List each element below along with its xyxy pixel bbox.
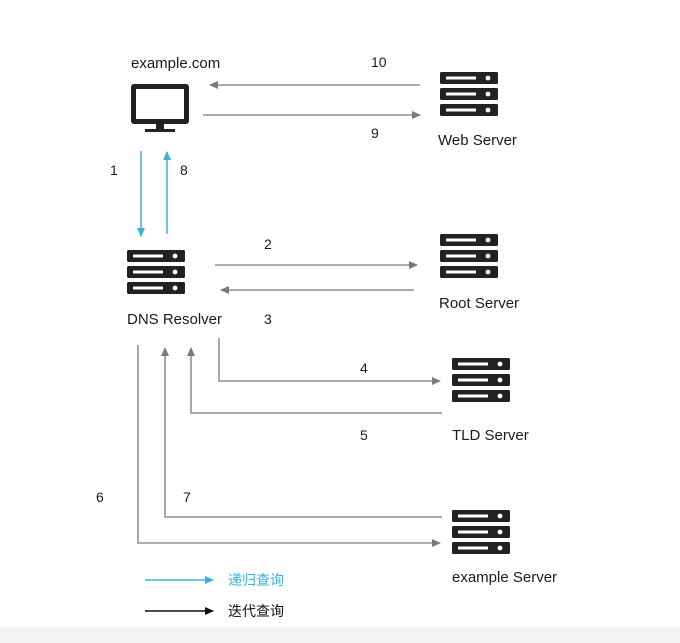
step-8-label: 8 bbox=[180, 162, 188, 178]
step-6-label: 6 bbox=[96, 489, 104, 505]
step-5-label: 5 bbox=[360, 427, 368, 443]
step-7-label: 7 bbox=[183, 489, 191, 505]
root-server-icon bbox=[440, 234, 498, 278]
step-3-label: 3 bbox=[264, 311, 272, 327]
monitor-icon bbox=[131, 84, 189, 132]
arrow-step-7 bbox=[161, 347, 442, 518]
example-server-label: example Server bbox=[452, 569, 557, 586]
tld-server-icon bbox=[452, 358, 510, 402]
arrow-step-6 bbox=[137, 345, 441, 547]
legend-recursive-label: 递归查询 bbox=[228, 572, 284, 589]
tld-server-label: TLD Server bbox=[452, 427, 529, 444]
step-10-label: 10 bbox=[371, 54, 387, 70]
arrow-step-5 bbox=[187, 347, 442, 414]
example-server-icon bbox=[452, 510, 510, 554]
legend: 递归查询 迭代查询 bbox=[145, 572, 284, 620]
web-server-icon bbox=[440, 72, 498, 116]
web-server-label: Web Server bbox=[438, 132, 517, 149]
step-1-label: 1 bbox=[110, 162, 118, 178]
bottom-bar bbox=[0, 627, 680, 643]
root-server-label: Root Server bbox=[439, 295, 519, 312]
dns-resolver-icon bbox=[127, 250, 185, 294]
step-9-label: 9 bbox=[371, 125, 379, 141]
step-2-label: 2 bbox=[264, 236, 272, 252]
dns-resolver-label: DNS Resolver bbox=[127, 311, 222, 328]
legend-iterative-label: 迭代查询 bbox=[228, 604, 284, 620]
step-4-label: 4 bbox=[360, 360, 368, 376]
arrow-step-4 bbox=[218, 338, 441, 385]
client-label: example.com bbox=[131, 55, 220, 72]
